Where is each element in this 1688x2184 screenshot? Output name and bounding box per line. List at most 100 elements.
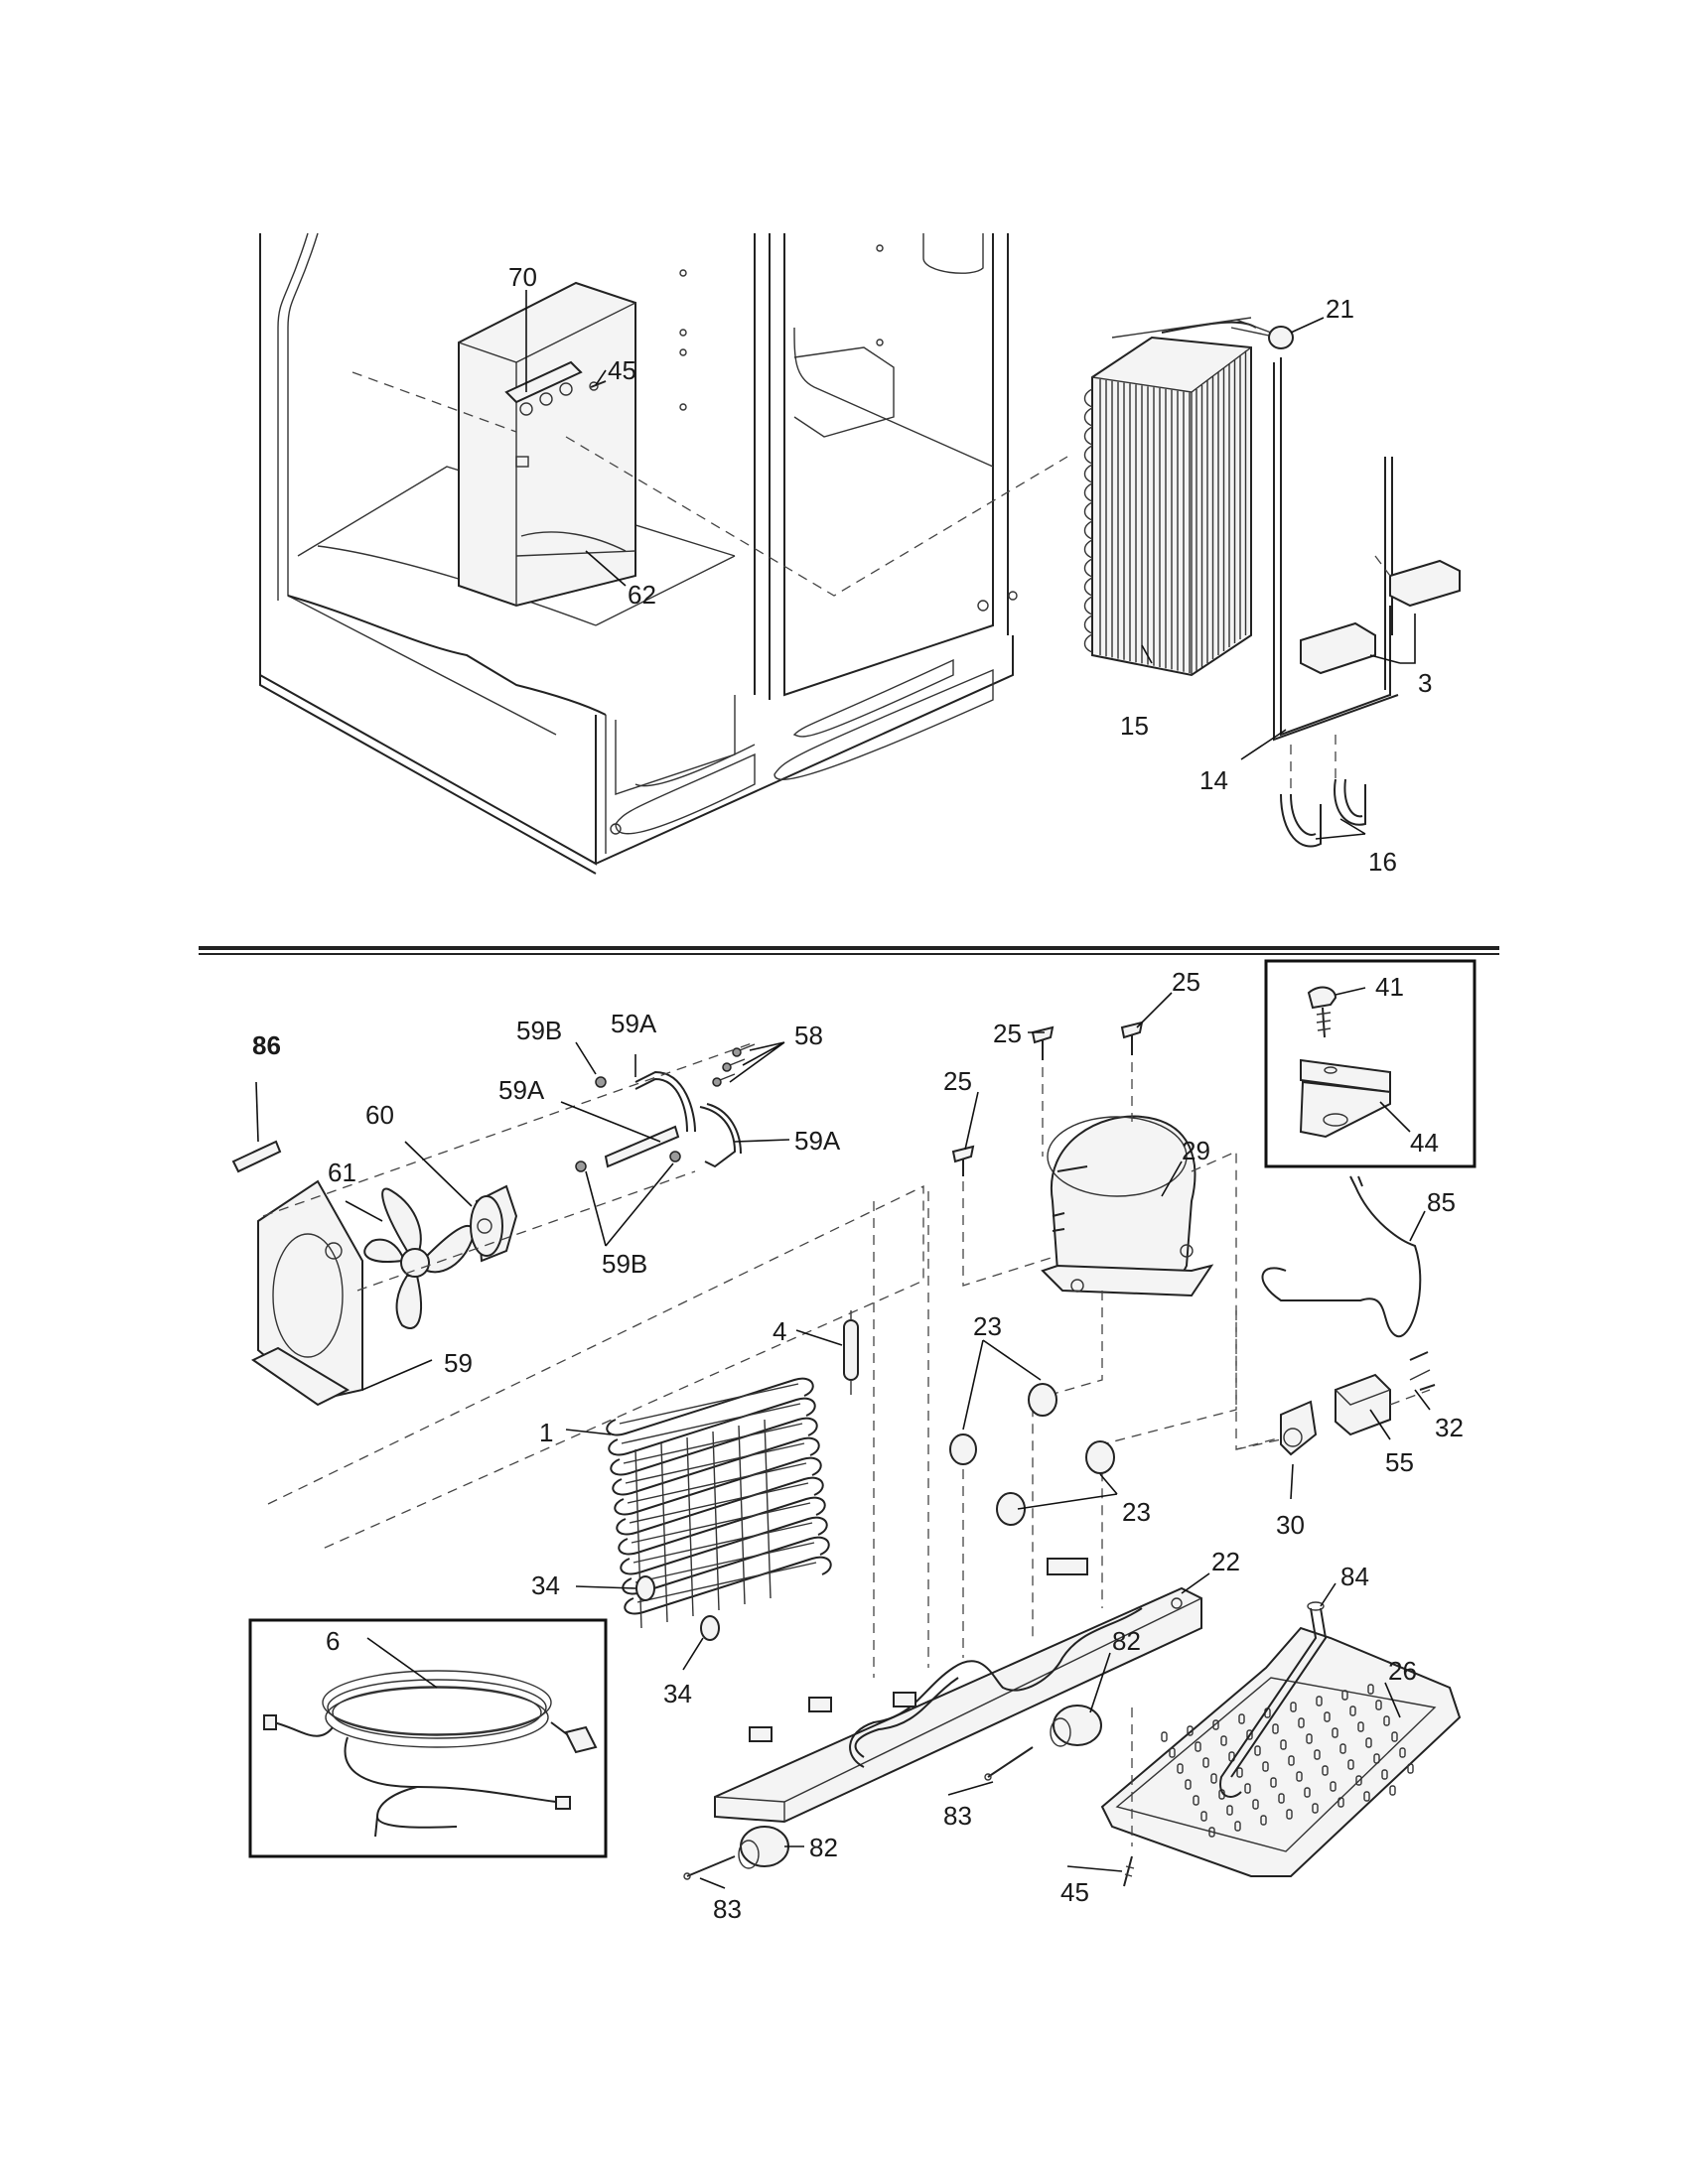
callout-62: 62 — [628, 580, 656, 610]
fan-motor-60[interactable] — [470, 1184, 518, 1263]
callout-45-bottom: 45 — [1060, 1877, 1089, 1907]
base-plate-22[interactable] — [714, 1558, 1202, 1824]
callout-21: 21 — [1326, 294, 1354, 324]
clip-16-right[interactable] — [1334, 778, 1366, 826]
wire-85[interactable] — [1261, 1175, 1422, 1338]
fan-shroud-59[interactable] — [251, 1179, 363, 1407]
screw-25-right[interactable] — [1120, 1021, 1144, 1055]
callout-59B-bottom: 59B — [602, 1249, 647, 1279]
screw-41[interactable] — [1307, 986, 1337, 1038]
callout-59: 59 — [444, 1348, 473, 1378]
dash-overload — [1235, 1438, 1282, 1450]
callout-26: 26 — [1388, 1656, 1417, 1686]
dryer-4[interactable] — [843, 1310, 859, 1395]
callout-14: 14 — [1199, 765, 1228, 795]
bracket-44[interactable] — [1299, 1058, 1391, 1139]
callout-83-right: 83 — [943, 1801, 972, 1831]
callout-83-left: 83 — [713, 1894, 742, 1924]
clip-86[interactable] — [231, 1140, 282, 1173]
callout-82-left: 82 — [809, 1833, 838, 1862]
bracket-59A-upper[interactable] — [634, 1070, 696, 1133]
callout-82-right: 82 — [1112, 1626, 1141, 1656]
grommet-23-c[interactable] — [1085, 1440, 1115, 1474]
screw-45-top[interactable] — [589, 380, 607, 391]
callout-34-right: 34 — [663, 1679, 692, 1708]
fan-blade-61[interactable] — [363, 1187, 475, 1329]
callout-25-middle: 25 — [993, 1019, 1022, 1048]
screw-25-middle[interactable] — [1031, 1025, 1055, 1060]
screw-83-left[interactable] — [683, 1855, 736, 1880]
drain-tube-14[interactable] — [1273, 357, 1399, 742]
callout-16: 16 — [1368, 847, 1397, 877]
callout-4: 4 — [773, 1316, 786, 1346]
foot-82-left[interactable] — [738, 1826, 789, 1869]
callout-32: 32 — [1435, 1413, 1464, 1442]
grommet-34-right[interactable] — [700, 1615, 720, 1641]
callout-59A-right: 59A — [794, 1126, 841, 1156]
callout-84: 84 — [1340, 1562, 1369, 1591]
relay-55[interactable] — [1335, 1373, 1391, 1436]
inset-box-cord — [248, 1618, 608, 1858]
callout-59A-left: 59A — [498, 1075, 545, 1105]
callout-45-top: 45 — [608, 355, 636, 385]
callout-58: 58 — [794, 1021, 823, 1050]
callout-25-right: 25 — [1172, 967, 1200, 997]
sensor-21[interactable] — [1230, 319, 1294, 349]
callout-22: 22 — [1211, 1547, 1240, 1576]
callout-61: 61 — [328, 1158, 356, 1187]
grommet-23-b[interactable] — [949, 1433, 977, 1465]
overload-30[interactable] — [1280, 1400, 1318, 1456]
callout-25-left: 25 — [943, 1066, 972, 1096]
grommet-34-left[interactable] — [635, 1575, 655, 1601]
callout-59A-top: 59A — [611, 1009, 657, 1038]
pad-3-lower[interactable] — [1300, 621, 1376, 675]
evaporator-coil-1[interactable] — [606, 1377, 832, 1629]
callout-59B-top: 59B — [516, 1016, 562, 1045]
dash-fan-axis — [262, 1041, 756, 1217]
bracket-59A-middle[interactable] — [604, 1125, 680, 1168]
section-divider — [199, 946, 1499, 955]
bracket-59A-lower[interactable] — [699, 1103, 742, 1168]
callout-85: 85 — [1427, 1187, 1456, 1217]
dash-fan-axis-2 — [356, 1170, 696, 1292]
screw-25-left[interactable] — [951, 1145, 975, 1176]
grommet-59B-bottom[interactable] — [575, 1151, 681, 1172]
callout-41: 41 — [1375, 972, 1404, 1002]
dash-pad — [1374, 555, 1391, 577]
callout-labels: 70 45 62 21 3 15 14 16 86 59B 59A 58 59A… — [252, 262, 1464, 1924]
callout-15: 15 — [1120, 711, 1149, 741]
dash-bin-left — [352, 371, 517, 433]
grommet-58[interactable] — [712, 1043, 756, 1087]
condenser-coil-15[interactable] — [1083, 317, 1257, 677]
power-cord-6[interactable] — [263, 1670, 598, 1838]
callout-23-top: 23 — [973, 1311, 1002, 1341]
clip-16-left[interactable] — [1280, 793, 1322, 848]
leader-lines — [255, 290, 1431, 1889]
callout-6: 6 — [326, 1626, 340, 1656]
screw-83-right[interactable] — [984, 1746, 1034, 1781]
cabinet-liner — [259, 232, 1018, 875]
callout-3: 3 — [1418, 668, 1432, 698]
inset-box-bracket — [1264, 959, 1477, 1168]
bracket-70[interactable] — [504, 360, 583, 416]
compressor-29[interactable] — [1041, 1115, 1214, 1297]
grommet-23-d[interactable] — [996, 1492, 1026, 1526]
pad-3-upper[interactable] — [1389, 559, 1461, 608]
dash-bin-right — [565, 436, 1068, 597]
callout-86: 86 — [252, 1030, 281, 1060]
dash-relay — [1389, 1389, 1431, 1406]
grommet-59B-top[interactable] — [595, 1076, 607, 1088]
ice-bin-62[interactable] — [458, 281, 636, 608]
callout-70: 70 — [508, 262, 537, 292]
drain-pan-26[interactable] — [1100, 1626, 1462, 1877]
tube-84[interactable] — [1219, 1601, 1328, 1798]
grommet-23-a[interactable] — [1028, 1383, 1057, 1417]
foot-82-right[interactable] — [1050, 1705, 1102, 1747]
callout-23-bottom: 23 — [1122, 1497, 1151, 1527]
callout-29: 29 — [1182, 1136, 1210, 1165]
dash-evap-outline — [267, 1184, 924, 1550]
screw-45-bottom[interactable] — [1123, 1855, 1135, 1887]
wire-32[interactable] — [1409, 1351, 1436, 1391]
dash-screw-left — [962, 1181, 1058, 1287]
